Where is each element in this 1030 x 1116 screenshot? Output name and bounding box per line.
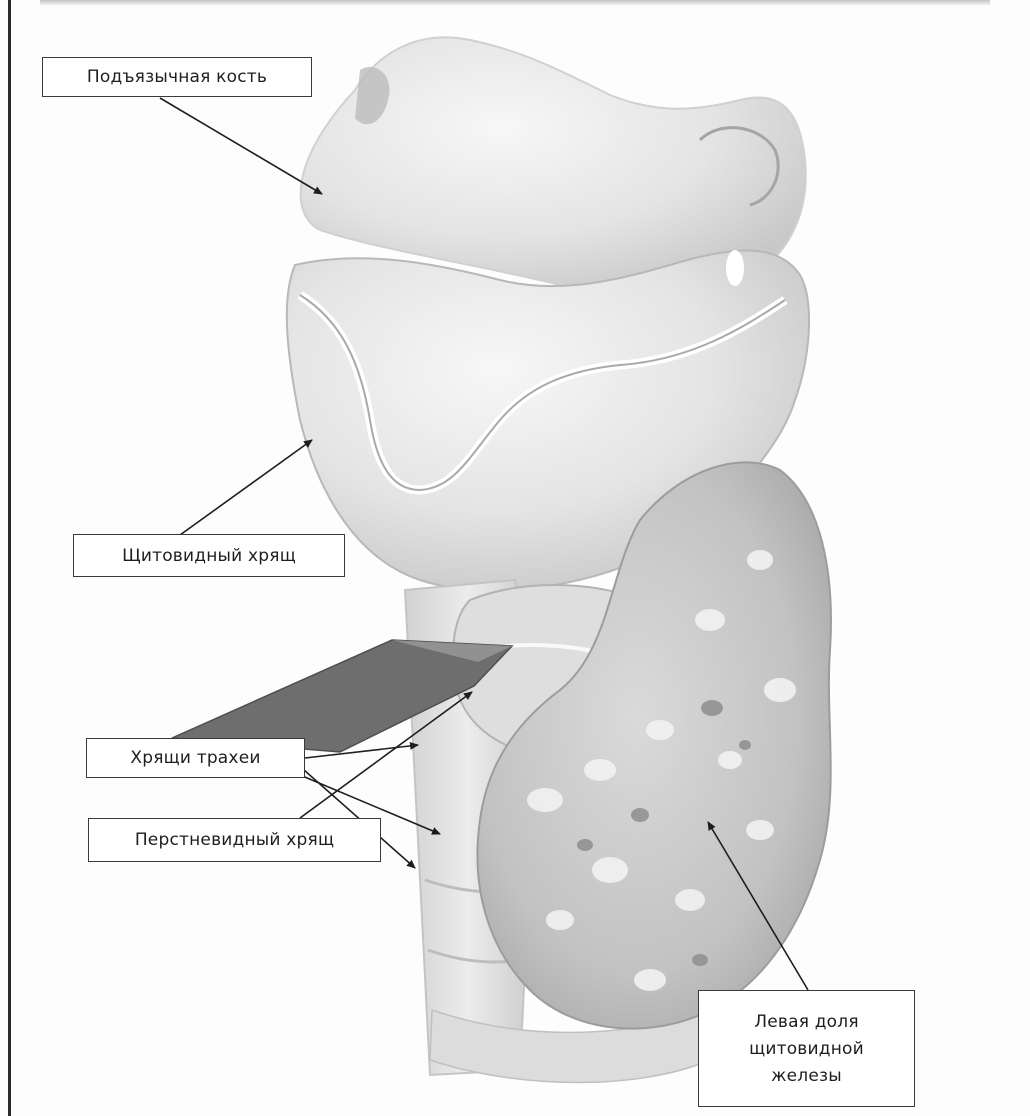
label-cricoid-cartilage: Перстневидный хрящ xyxy=(88,818,381,862)
thyroid-cartilage-arrow xyxy=(180,440,312,535)
label-left-thyroid-lobe-line2: щитовидной xyxy=(749,1036,864,1063)
label-hyoid-bone: Подъязычная кость xyxy=(42,57,312,97)
label-left-thyroid-lobe: Левая доля щитовидной железы xyxy=(698,990,915,1107)
hyoid-arrow xyxy=(160,98,322,194)
label-left-thyroid-lobe-line3: железы xyxy=(771,1063,842,1090)
label-tracheal-cartilages: Хрящи трахеи xyxy=(86,738,305,778)
label-left-thyroid-lobe-line1: Левая доля xyxy=(754,1009,859,1036)
label-thyroid-cartilage: Щитовидный хрящ xyxy=(73,534,345,577)
